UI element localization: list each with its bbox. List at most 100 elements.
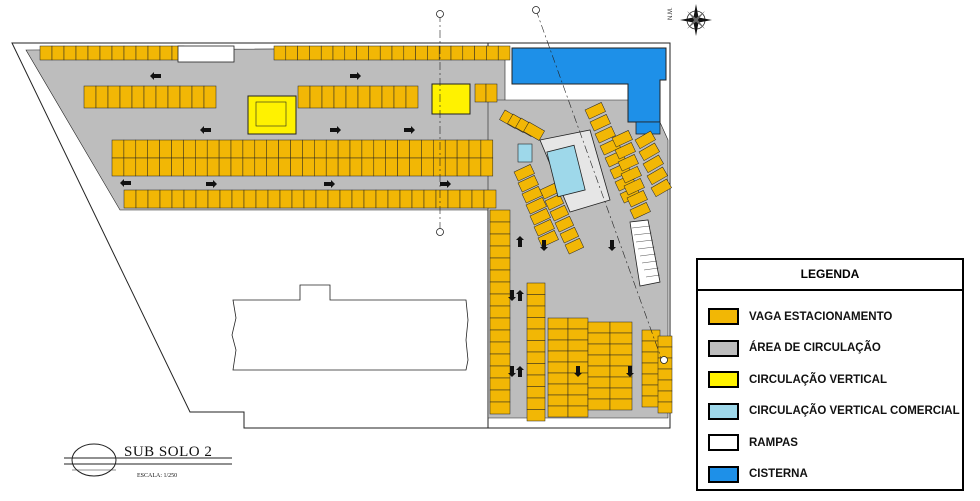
- parking-spot: [111, 157, 125, 177]
- parking-spot: [206, 157, 220, 177]
- ramp-step: [633, 232, 652, 236]
- section-marker: [436, 10, 444, 18]
- traffic-arrow: [508, 366, 516, 377]
- parking-spot: [609, 343, 633, 356]
- legend-swatch-circulacao: [708, 339, 739, 357]
- parking-spot: [273, 45, 287, 61]
- parking-spot: [195, 157, 208, 177]
- parking-spot: [421, 157, 434, 177]
- parking-spot: [587, 343, 611, 356]
- parking-spot: [135, 189, 149, 209]
- parking-spot: [123, 45, 137, 61]
- parking-spot: [564, 237, 585, 255]
- parking-spot: [587, 365, 611, 378]
- parking-spot: [611, 130, 633, 148]
- compass-needle-diag: [687, 11, 705, 29]
- parking-spot: [435, 189, 449, 209]
- parking-spot: [489, 341, 511, 355]
- parking-spot: [83, 85, 97, 109]
- parking-spot: [337, 139, 351, 159]
- parking-spot: [254, 139, 267, 159]
- parking-spot: [486, 45, 499, 61]
- parking-spot: [159, 189, 173, 209]
- building-outline: [231, 284, 469, 371]
- parking-spot: [361, 157, 375, 177]
- parking-spot: [297, 85, 311, 109]
- parking-spot: [525, 197, 547, 215]
- parking-spot: [123, 189, 137, 209]
- legend: LEGENDA VAGA ESTACIONAMENTO ÁREA DE CIRC…: [696, 258, 964, 491]
- compass-rose-icon: [680, 4, 712, 36]
- parking-spot: [526, 351, 546, 364]
- traffic-arrow: [626, 366, 634, 377]
- parking-spot: [641, 329, 661, 342]
- ramp-step: [645, 274, 660, 278]
- parking-spot: [533, 219, 555, 237]
- traffic-arrow: [200, 126, 211, 134]
- parking-spot: [634, 130, 656, 150]
- parking-spot: [345, 85, 359, 109]
- parking-spot: [587, 332, 611, 345]
- parking-spot: [171, 189, 185, 209]
- parking-spot: [641, 362, 661, 375]
- parking-spot: [589, 114, 611, 132]
- parking-spot: [314, 139, 327, 159]
- parking-spot: [485, 83, 498, 103]
- parking-spot: [547, 405, 569, 418]
- parking-spot: [147, 45, 161, 61]
- parking-spot: [361, 139, 375, 159]
- parking-spot: [526, 363, 546, 376]
- parking-spot: [547, 372, 569, 385]
- parking-spot: [278, 157, 291, 177]
- parking-spot: [99, 45, 113, 61]
- parking-spot: [320, 45, 334, 61]
- parking-spot: [242, 139, 256, 159]
- section-axis-b: [535, 9, 665, 367]
- parking-spot: [423, 189, 437, 209]
- parking-spot: [471, 189, 485, 209]
- parking-spot: [279, 189, 293, 209]
- parking-spot: [444, 139, 458, 159]
- parking-spot: [646, 166, 668, 186]
- parking-spot: [415, 45, 428, 61]
- legend-item-circulacao: ÁREA DE CIRCULAÇÃO: [698, 333, 962, 365]
- legend-items: VAGA ESTACIONAMENTO ÁREA DE CIRCULAÇÃO C…: [698, 291, 962, 490]
- traffic-arrow: [508, 290, 516, 301]
- parking-spot: [266, 157, 279, 177]
- parking-spot: [266, 139, 279, 159]
- legend-label-vertical-comercial: CIRCULAÇÃO VERTICAL COMERCIAL: [749, 405, 960, 418]
- parking-spot: [547, 317, 569, 330]
- traffic-arrow: [404, 126, 415, 134]
- parking-spot: [489, 305, 511, 319]
- parking-spot: [567, 405, 589, 418]
- legend-label-cisterna: CISTERNA: [749, 468, 808, 481]
- legend-swatch-vertical-comercial: [708, 402, 739, 420]
- parking-spot: [609, 321, 633, 334]
- parking-spot: [399, 189, 413, 209]
- section-marker: [660, 356, 668, 364]
- parking-spot: [529, 208, 551, 226]
- parking-spot: [433, 139, 446, 159]
- parking-spot: [587, 387, 611, 400]
- parking-spot: [183, 157, 196, 177]
- parking-spot: [290, 157, 303, 177]
- parking-spot: [373, 157, 386, 177]
- ramp-step: [635, 239, 653, 243]
- parking-spot: [567, 350, 589, 363]
- parking-spot: [405, 85, 419, 109]
- parking-spot: [111, 139, 125, 159]
- parking-spot: [657, 335, 673, 348]
- legend-item-vertical-comercial: CIRCULAÇÃO VERTICAL COMERCIAL: [698, 396, 962, 428]
- ramp-north: [177, 45, 235, 63]
- parking-spot: [123, 139, 137, 159]
- parking-spot: [203, 85, 217, 109]
- parking-spot: [526, 317, 546, 330]
- parking-spot: [489, 389, 511, 403]
- parking-spot: [526, 294, 546, 307]
- parking-spot: [609, 376, 633, 389]
- parking-spot: [325, 139, 339, 159]
- parking-spot: [381, 85, 395, 109]
- parking-spot: [135, 45, 149, 61]
- parking-spot: [433, 157, 446, 177]
- parking-spot: [587, 354, 611, 367]
